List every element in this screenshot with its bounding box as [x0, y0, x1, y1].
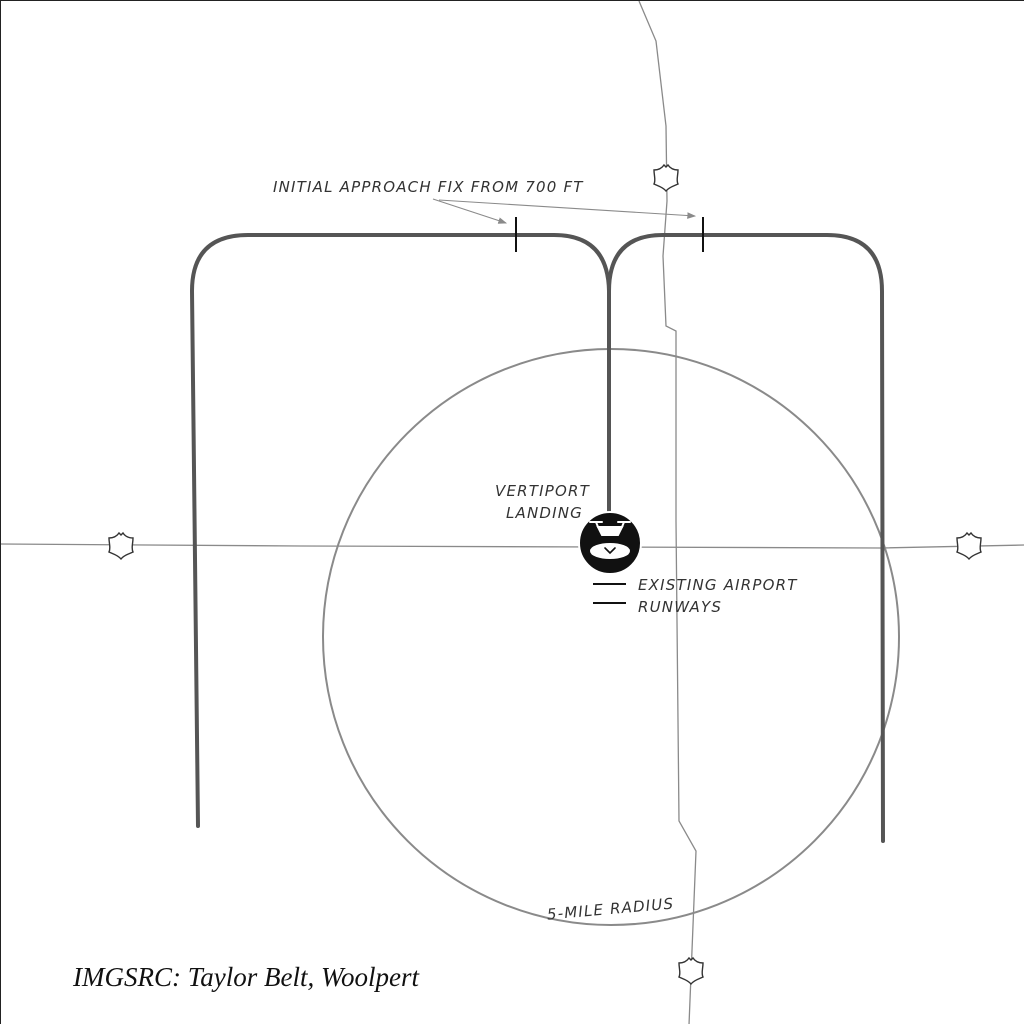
- approach-fix-pointers: [432, 198, 697, 224]
- east-approach-path: [607, 233, 885, 843]
- north-south-highway: [638, 1, 697, 1024]
- vertiport-landing-badge: [578, 511, 642, 575]
- west-approach-path: [190, 233, 611, 828]
- pointer-arrow: [432, 198, 508, 224]
- drone-landing-pad-icon: [589, 521, 631, 559]
- radius-label: 5-MILE RADIUS: [546, 894, 675, 923]
- initial-approach-fix-label: INITIAL APPROACH FIX FROM 700 FT: [273, 178, 584, 196]
- highway-shield-icon: [653, 164, 679, 192]
- runway-symbols: [593, 583, 626, 604]
- highway-shield-icon: [678, 957, 704, 985]
- highway-shield-icon: [108, 532, 134, 560]
- runways-label-line1: EXISTING AIRPORT: [638, 576, 798, 594]
- image-credit: IMGSRC: Taylor Belt, Woolpert: [72, 962, 420, 992]
- pointer-arrow: [438, 199, 697, 219]
- east-west-highway: [1, 543, 1024, 549]
- highway-shield-icon: [956, 532, 982, 560]
- runways-label-line2: RUNWAYS: [638, 598, 722, 616]
- vertiport-label-line2: LANDING: [506, 504, 583, 522]
- approach-fix-markers: [515, 217, 704, 252]
- highway-shields: [108, 164, 982, 985]
- vertiport-label-line1: VERTIPORT: [495, 482, 591, 500]
- approach-paths: [190, 233, 885, 843]
